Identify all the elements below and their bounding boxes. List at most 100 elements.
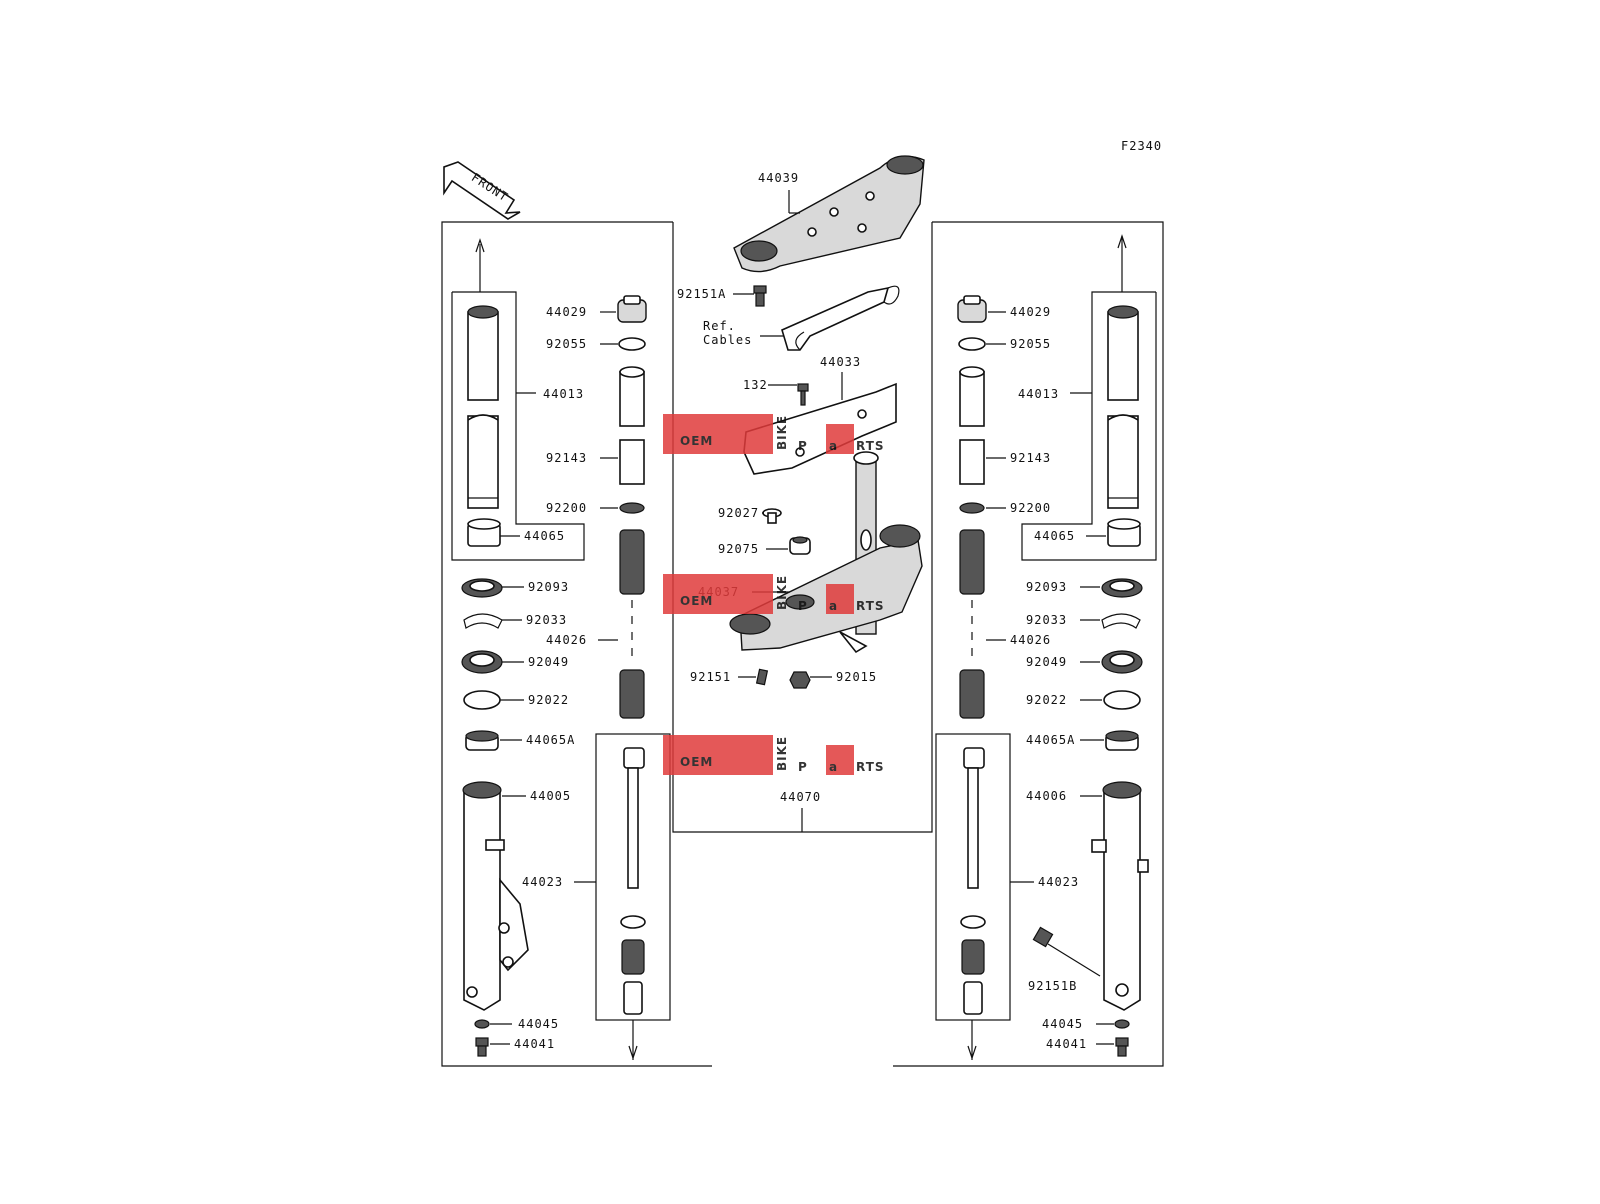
svg-text:BIKE: BIKE [775, 736, 789, 771]
label-92151A: 92151A [677, 287, 726, 301]
label-44029-left: 44029 [546, 305, 587, 319]
label-44065A-left: 44065A [526, 733, 575, 747]
oil-seal-92049-right [1101, 650, 1143, 674]
label-44026-left: 44026 [546, 633, 587, 647]
box-44023-right [935, 733, 1011, 1021]
watermark-3: OEM BIKE P a RTS [663, 735, 885, 775]
svg-text:BIKE: BIKE [775, 415, 789, 450]
o-ring-92055-right [958, 337, 986, 351]
damper-rod-44023-right [960, 747, 986, 1015]
frame-right [893, 221, 1164, 1067]
label-44026-right: 44026 [1010, 633, 1051, 647]
cable-guide-bracket [781, 285, 900, 351]
steering-cover-44033 [743, 382, 897, 475]
washer-92200-left [619, 502, 645, 514]
washer-92022-left [463, 690, 501, 710]
o-ring-92055-left [618, 337, 646, 351]
front-arrow-icon: FRONT [443, 161, 521, 220]
svg-text:OEM: OEM [680, 594, 713, 608]
damper-rod-44023-left [620, 747, 646, 1015]
bushing-44065A-right [1105, 730, 1139, 751]
fork-spring-44026-right [959, 529, 985, 719]
label-92049-left: 92049 [528, 655, 569, 669]
label-92093-left: 92093 [528, 580, 569, 594]
bolt-44041-right-icon [1115, 1037, 1129, 1057]
label-132: 132 [743, 378, 768, 392]
svg-text:P: P [798, 760, 808, 774]
bushing-44065-right [1107, 518, 1141, 547]
bolt-92151B-icon [1032, 926, 1101, 977]
washer-92200-right [959, 502, 985, 514]
label-92143-right: 92143 [1010, 451, 1051, 465]
label-92055-right: 92055 [1010, 337, 1051, 351]
label-44065A-right: 44065A [1026, 733, 1075, 747]
spacer-92143-right [959, 366, 985, 485]
bolt-92151-icon [755, 668, 769, 686]
svg-text:OEM: OEM [680, 755, 713, 769]
inner-tube-44013-left [467, 305, 499, 509]
label-92015: 92015 [836, 670, 877, 684]
washer-92022-right [1103, 690, 1141, 710]
svg-text:BIKE: BIKE [775, 575, 789, 610]
label-44006: 44006 [1026, 789, 1067, 803]
circlip-92033-left [463, 613, 503, 629]
washer-44045-left [474, 1019, 490, 1029]
dust-seal-92093-right [1101, 578, 1143, 598]
bolt-132-icon [797, 383, 809, 406]
watermark-1: OEM BIKE P a RTS [663, 414, 884, 454]
bushing-44065A-left [465, 730, 499, 751]
svg-text:P: P [798, 439, 808, 453]
ref-label-2: Cables [703, 333, 752, 347]
bolt-92151A-icon [753, 285, 767, 307]
figure-code: F2340 [1121, 139, 1162, 153]
dust-seal-92093-left [461, 578, 503, 598]
label-44070: 44070 [780, 790, 821, 804]
fork-spring-44026-left [619, 529, 645, 719]
frame-left [441, 221, 712, 1067]
label-92022-left: 92022 [528, 693, 569, 707]
svg-text:OEM: OEM [680, 434, 713, 448]
label-44013-right: 44013 [1018, 387, 1059, 401]
label-92033-left: 92033 [526, 613, 567, 627]
label-44033: 44033 [820, 355, 861, 369]
label-44029-right: 44029 [1010, 305, 1051, 319]
bushing-44065-left [467, 518, 501, 547]
label-44005: 44005 [530, 789, 571, 803]
svg-text:P: P [798, 599, 808, 613]
fork-cap-44029-right [957, 295, 987, 323]
label-92093-right: 92093 [1026, 580, 1067, 594]
upper-triple-clamp [733, 155, 925, 273]
bolt-44041-left-icon [475, 1037, 489, 1057]
box-44013-left [451, 291, 585, 561]
label-92055-left: 92055 [546, 337, 587, 351]
collar-92027-icon [762, 508, 782, 524]
outer-tube-44005 [462, 781, 529, 1011]
svg-text:a: a [829, 599, 838, 613]
box-44013-right [1021, 291, 1157, 561]
svg-text:RTS: RTS [856, 760, 885, 774]
label-92022-right: 92022 [1026, 693, 1067, 707]
outer-tube-44006 [1091, 781, 1149, 1011]
oil-seal-92049-left [461, 650, 503, 674]
label-92151B: 92151B [1028, 979, 1077, 993]
label-44023-left: 44023 [522, 875, 563, 889]
label-44065-left: 44065 [524, 529, 565, 543]
label-92033-right: 92033 [1026, 613, 1067, 627]
label-92075: 92075 [718, 542, 759, 556]
label-92049-right: 92049 [1026, 655, 1067, 669]
nut-92015-icon [789, 671, 811, 689]
label-44039: 44039 [758, 171, 799, 185]
label-92027: 92027 [718, 506, 759, 520]
svg-text:RTS: RTS [856, 599, 885, 613]
label-44013-left: 44013 [543, 387, 584, 401]
label-44045-right: 44045 [1042, 1017, 1083, 1031]
label-44041-left: 44041 [514, 1037, 555, 1051]
svg-text:a: a [829, 439, 838, 453]
label-44041-right: 44041 [1046, 1037, 1087, 1051]
svg-text:a: a [829, 760, 838, 774]
label-44065-right: 44065 [1034, 529, 1075, 543]
fork-cap-44029-left [617, 295, 647, 323]
washer-44045-right [1114, 1019, 1130, 1029]
